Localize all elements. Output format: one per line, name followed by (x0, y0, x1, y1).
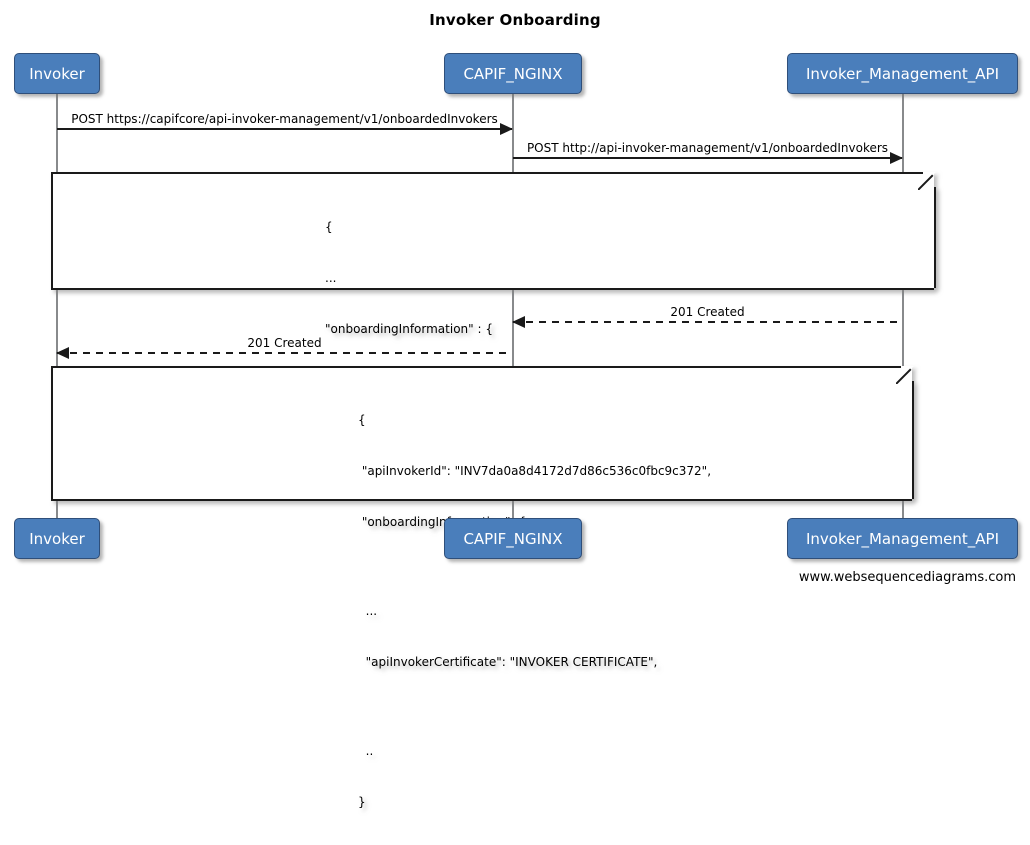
participant-label: Invoker_Management_API (805, 529, 1000, 548)
arrowhead-right-icon (500, 123, 513, 135)
note-line: "apiInvokerCertificate": "INVOKER CERTIF… (358, 655, 658, 669)
participant-invoker-management-api-bottom[interactable]: Invoker_Management_API (787, 518, 1018, 559)
note-text: { ... "onboardingInformation" : { "apiIn… (325, 185, 934, 489)
arrowhead-left-icon (56, 347, 69, 359)
participant-capif-nginx-top[interactable]: CAPIF_NGINX (444, 53, 582, 94)
diagram-title: Invoker Onboarding (429, 11, 601, 29)
note-line: } (358, 795, 366, 809)
participant-invoker-top[interactable]: Invoker (14, 53, 100, 94)
message-line (513, 321, 902, 323)
message-label: POST http://api-invoker-management/v1/on… (526, 141, 889, 155)
note-line (310, 565, 912, 569)
participant-label: Invoker (29, 64, 85, 83)
participant-label: CAPIF_NGINX (463, 64, 563, 83)
note-right-edge (934, 187, 936, 288)
arrowhead-right-icon (890, 152, 903, 164)
participant-capif-nginx-bottom[interactable]: CAPIF_NGINX (444, 518, 582, 559)
message-label: 201 Created (670, 305, 745, 319)
note-response-body: { "apiInvokerId": "INV7da0a8d4172d7d86c5… (51, 366, 914, 809)
watermark-footer: www.websequencediagrams.com (798, 570, 1016, 585)
note-line (310, 705, 912, 709)
note-text: { "apiInvokerId": "INV7da0a8d4172d7d86c5… (310, 378, 912, 809)
participant-label: Invoker (29, 529, 85, 548)
lifeline-invoker (56, 90, 58, 520)
lifeline-invoker-management-api (902, 90, 904, 520)
note-line: ... (325, 271, 337, 285)
note-line: "onboardingInformation" : { (325, 322, 493, 336)
participant-invoker-management-api-top[interactable]: Invoker_Management_API (787, 53, 1018, 94)
message-post-onboarded-invokers-http[interactable]: POST http://api-invoker-management/v1/on… (513, 141, 903, 164)
note-line: .. (358, 744, 374, 758)
note-line: { (358, 413, 366, 427)
message-post-onboarded-invokers-https[interactable]: POST https://capifcore/api-invoker-manag… (57, 112, 513, 135)
participant-label: Invoker_Management_API (805, 64, 1000, 83)
message-line (57, 352, 512, 354)
message-line (57, 128, 512, 130)
participant-invoker-bottom[interactable]: Invoker (14, 518, 100, 559)
message-201-created-to-invoker[interactable]: 201 Created (56, 336, 512, 359)
note-line: ... (358, 604, 378, 618)
message-line (513, 157, 902, 159)
note-line: "apiInvokerId": "INV7da0a8d4172d7d86c536… (358, 464, 712, 478)
arrowhead-left-icon (512, 316, 525, 328)
note-request-body: { ... "onboardingInformation" : { "apiIn… (51, 172, 936, 489)
note-right-edge (912, 381, 914, 499)
lifeline-capif-nginx (512, 90, 514, 520)
participant-label: CAPIF_NGINX (463, 529, 563, 548)
message-label: 201 Created (247, 336, 322, 350)
sequence-diagram-canvas: Invoker Onboarding Invoker CAPIF_NGINX I… (0, 0, 1030, 593)
message-label: POST https://capifcore/api-invoker-manag… (71, 112, 498, 126)
message-201-created-to-capif-nginx[interactable]: 201 Created (512, 305, 902, 328)
note-line: { (325, 220, 333, 234)
